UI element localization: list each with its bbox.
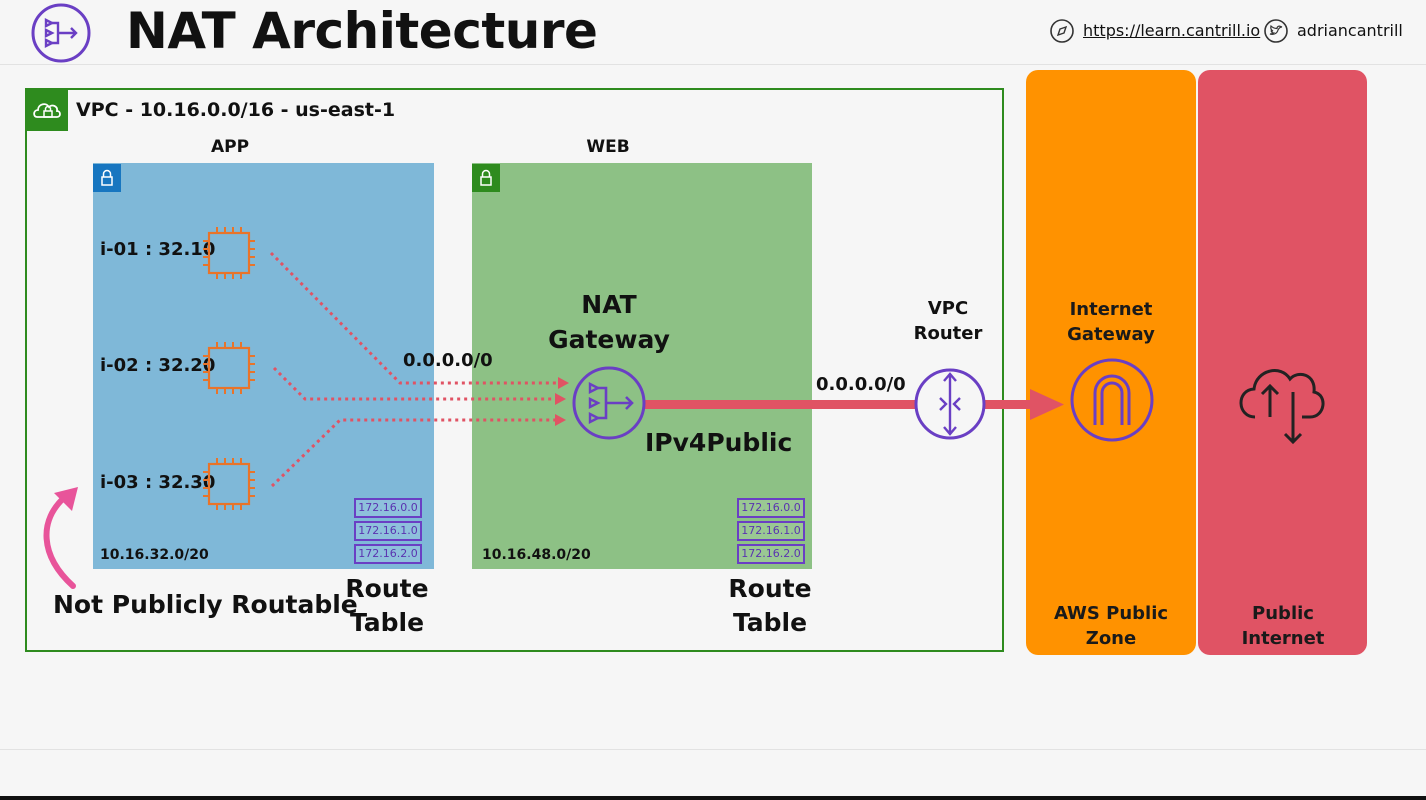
ec2-instance-icon[interactable] <box>201 456 257 512</box>
course-link[interactable]: https://learn.cantrill.io <box>1083 21 1261 40</box>
nat-gateway-label: NAT Gateway <box>529 287 689 357</box>
cloud-lock-icon <box>33 103 61 118</box>
public-internet-label: Public Internet <box>1203 601 1363 651</box>
route-table-entry: 172.16.2.0 <box>354 544 422 564</box>
aws-zone-label-line-2: Zone <box>1085 628 1137 649</box>
twitter-handle[interactable]: adriancantrill <box>1297 21 1403 40</box>
instance-traffic-paths <box>269 251 558 488</box>
route-label-line-2: Table <box>732 608 808 637</box>
annotation-text: Not Publicly Routable <box>53 590 358 619</box>
vpc-boundary <box>25 88 1004 652</box>
router-label-line-1: VPC <box>927 298 969 319</box>
internet-gateway-icon[interactable] <box>1070 358 1154 442</box>
arrowhead <box>558 377 569 389</box>
router-icon[interactable] <box>914 368 986 440</box>
public-internet-label-line-1: Public <box>1252 603 1314 624</box>
instance-label-2: i-02 : 32.20 <box>100 355 216 376</box>
web-subnet-cidr: 10.16.48.0/20 <box>482 547 591 563</box>
route-table-entry: 172.16.1.0 <box>737 521 805 541</box>
nat-gateway-icon[interactable] <box>572 366 646 440</box>
nat-gateway-icon <box>31 3 91 63</box>
ec2-instance-icon[interactable] <box>201 340 257 396</box>
nat-to-igw-path <box>644 400 1030 409</box>
footer-divider <box>0 749 1426 750</box>
arrowhead <box>555 414 566 426</box>
vpc-badge <box>27 90 68 131</box>
bottom-bar <box>0 796 1426 800</box>
aws-zone-label-line-1: AWS Public <box>1053 603 1169 624</box>
cloud-upload-download-icon <box>1239 369 1325 445</box>
lock-icon <box>101 169 113 186</box>
vpc-label: VPC - 10.16.0.0/16 - us-east-1 <box>76 99 396 121</box>
compass-icon <box>1050 19 1074 43</box>
annotation-arrowhead <box>54 487 78 511</box>
app-route-table-label: Route Table <box>337 572 437 640</box>
web-subnet-badge <box>472 164 500 192</box>
traffic-arrowheads <box>555 377 569 426</box>
web-subnet-title: WEB <box>586 137 630 157</box>
arrowhead <box>555 393 566 405</box>
igw-label-line-2: Gateway <box>1067 324 1155 345</box>
public-internet-zone <box>1198 70 1367 655</box>
igw-label-line-1: Internet <box>1069 299 1153 320</box>
aws-public-zone <box>1026 70 1196 655</box>
traffic-path-3 <box>270 418 555 488</box>
vpc-router-label: VPC Router <box>898 296 998 346</box>
router-label-line-2: Router <box>913 323 983 344</box>
nat-public-ip-label: IPv4Public <box>645 428 793 457</box>
web-default-route-label: 0.0.0.0/0 <box>816 374 906 395</box>
route-label-line-1: Route <box>728 574 812 603</box>
route-table-entry: 172.16.2.0 <box>737 544 805 564</box>
web-route-table-label: Route Table <box>720 572 820 640</box>
route-table-entry: 172.16.0.0 <box>354 498 422 518</box>
twitter-icon <box>1264 19 1288 43</box>
internet-gateway-label: Internet Gateway <box>1031 297 1191 347</box>
route-label-line-1: Route <box>345 574 429 603</box>
public-internet-label-line-2: Internet <box>1241 628 1325 649</box>
nat-label-line-2: Gateway <box>548 325 670 354</box>
instance-label-1: i-01 : 32.10 <box>100 239 216 260</box>
web-subnet <box>472 163 812 569</box>
header-bar <box>0 0 1426 65</box>
route-table-entry: 172.16.1.0 <box>354 521 422 541</box>
aws-zone-label: AWS Public Zone <box>1031 601 1191 651</box>
app-subnet-cidr: 10.16.32.0/20 <box>100 547 209 563</box>
page-title: NAT Architecture <box>126 2 598 60</box>
lock-icon <box>480 169 492 186</box>
nat-to-igw-arrowhead <box>1030 389 1064 420</box>
app-subnet-badge <box>93 164 121 192</box>
app-subnet-title: APP <box>210 137 250 157</box>
nat-label-line-1: NAT <box>581 290 637 319</box>
app-default-route-label: 0.0.0.0/0 <box>403 350 493 371</box>
traffic-path-1 <box>269 251 558 385</box>
route-table-entry: 172.16.0.0 <box>737 498 805 518</box>
annotation-arrow <box>43 493 76 589</box>
app-subnet <box>93 163 434 569</box>
ec2-instance-icon[interactable] <box>201 225 257 281</box>
instance-label-3: i-03 : 32.30 <box>100 472 216 493</box>
traffic-path-2 <box>272 366 555 401</box>
route-label-line-2: Table <box>349 608 425 637</box>
